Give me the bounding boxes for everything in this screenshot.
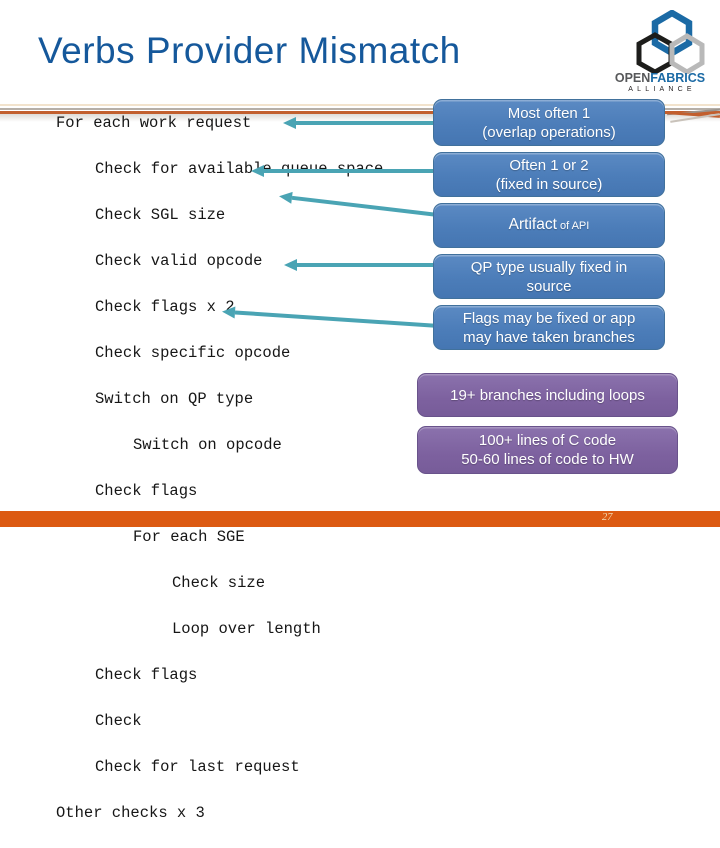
logo-fabrics-text: FABRICS bbox=[650, 71, 706, 85]
code-line: Check for available queue space bbox=[95, 160, 384, 178]
arrow-head-icon bbox=[284, 259, 297, 271]
code-line: Other checks x 3 bbox=[56, 804, 205, 822]
callout-lines-of-code: 100+ lines of C code 50-60 lines of code… bbox=[417, 426, 678, 474]
code-line: For each work request bbox=[56, 114, 252, 132]
callout-flags: Flags may be fixed or app may have taken… bbox=[433, 305, 665, 350]
swoosh-fade bbox=[0, 113, 720, 122]
page-number: 27 bbox=[602, 512, 613, 523]
logo-alliance-text: ALLIANCE bbox=[628, 86, 696, 93]
callout-line: Often 1 or 2 bbox=[509, 156, 589, 174]
arrow-qp-type bbox=[284, 259, 433, 271]
code-line: Check bbox=[95, 712, 142, 730]
code-line: Check flags x 2 bbox=[95, 298, 235, 316]
callout-suffix-text: of API bbox=[556, 220, 590, 232]
callout-line: source bbox=[526, 277, 572, 295]
arrow-shaft bbox=[297, 263, 433, 267]
openfabrics-hexagons-icon bbox=[636, 10, 705, 74]
code-line: Switch on QP type bbox=[95, 390, 254, 408]
openfabrics-logo: OPENFABRICS ALLIANCE bbox=[606, 10, 714, 93]
arrow-head-icon bbox=[221, 305, 236, 319]
callout-qp-type: QP type usually fixed in source bbox=[433, 254, 665, 299]
callout-line: 19+ branches including loops bbox=[450, 386, 645, 404]
code-line: Check for last request bbox=[95, 758, 300, 776]
callout-line: QP type usually fixed in bbox=[470, 258, 628, 276]
logo-wordmark: OPENFABRICS bbox=[606, 71, 714, 85]
callout-line: (overlap operations) bbox=[482, 123, 616, 141]
callout-artifact-of-api: Artifact of API bbox=[433, 203, 665, 248]
code-line: Check size bbox=[172, 574, 266, 592]
callout-line: 100+ lines of C code bbox=[478, 432, 617, 449]
callout-line: Artifact of API bbox=[509, 215, 590, 236]
callout-19-branches: 19+ branches including loops bbox=[417, 373, 678, 417]
arrow-head-icon bbox=[278, 190, 293, 204]
footer-bar bbox=[0, 511, 720, 527]
page-title: Verbs Provider Mismatch bbox=[38, 30, 461, 71]
code-line: For each SGE bbox=[133, 528, 245, 546]
arrow-most-often-1 bbox=[283, 117, 433, 129]
callout-line: 50-60 lines of code to HW bbox=[461, 451, 634, 468]
arrow-shaft bbox=[296, 121, 433, 125]
code-line: Switch on opcode bbox=[133, 436, 282, 454]
code-line: Check flags bbox=[95, 482, 198, 500]
code-line: Check SGL size bbox=[95, 206, 226, 224]
code-listing: For each work request Check for availabl… bbox=[56, 112, 383, 848]
arrow-head-icon bbox=[251, 165, 264, 177]
arrow-shaft bbox=[264, 169, 433, 173]
arrow-often-1-or-2 bbox=[251, 165, 433, 177]
callout-most-often-1: Most often 1 (overlap operations) bbox=[433, 99, 665, 146]
callout-line: (fixed in source) bbox=[495, 175, 603, 193]
code-line: Check specific opcode bbox=[95, 344, 291, 362]
callout-line: may have taken branches bbox=[463, 328, 635, 346]
code-line: Check valid opcode bbox=[95, 252, 263, 270]
swoosh-cream-line bbox=[0, 104, 720, 106]
code-line: Loop over length bbox=[172, 620, 321, 638]
swoosh-gray-line bbox=[0, 108, 720, 110]
callout-often-1-or-2: Often 1 or 2 (fixed in source) bbox=[433, 152, 665, 197]
arrow-head-icon bbox=[283, 117, 296, 129]
swoosh-orange-line bbox=[0, 110, 720, 114]
callout-line: Most often 1 bbox=[507, 104, 591, 122]
code-line: Check flags bbox=[95, 666, 198, 684]
callout-line: Flags may be fixed or app bbox=[462, 309, 636, 327]
callout-main-text: Artifact bbox=[508, 216, 557, 233]
logo-open-text: OPEN bbox=[614, 71, 651, 85]
